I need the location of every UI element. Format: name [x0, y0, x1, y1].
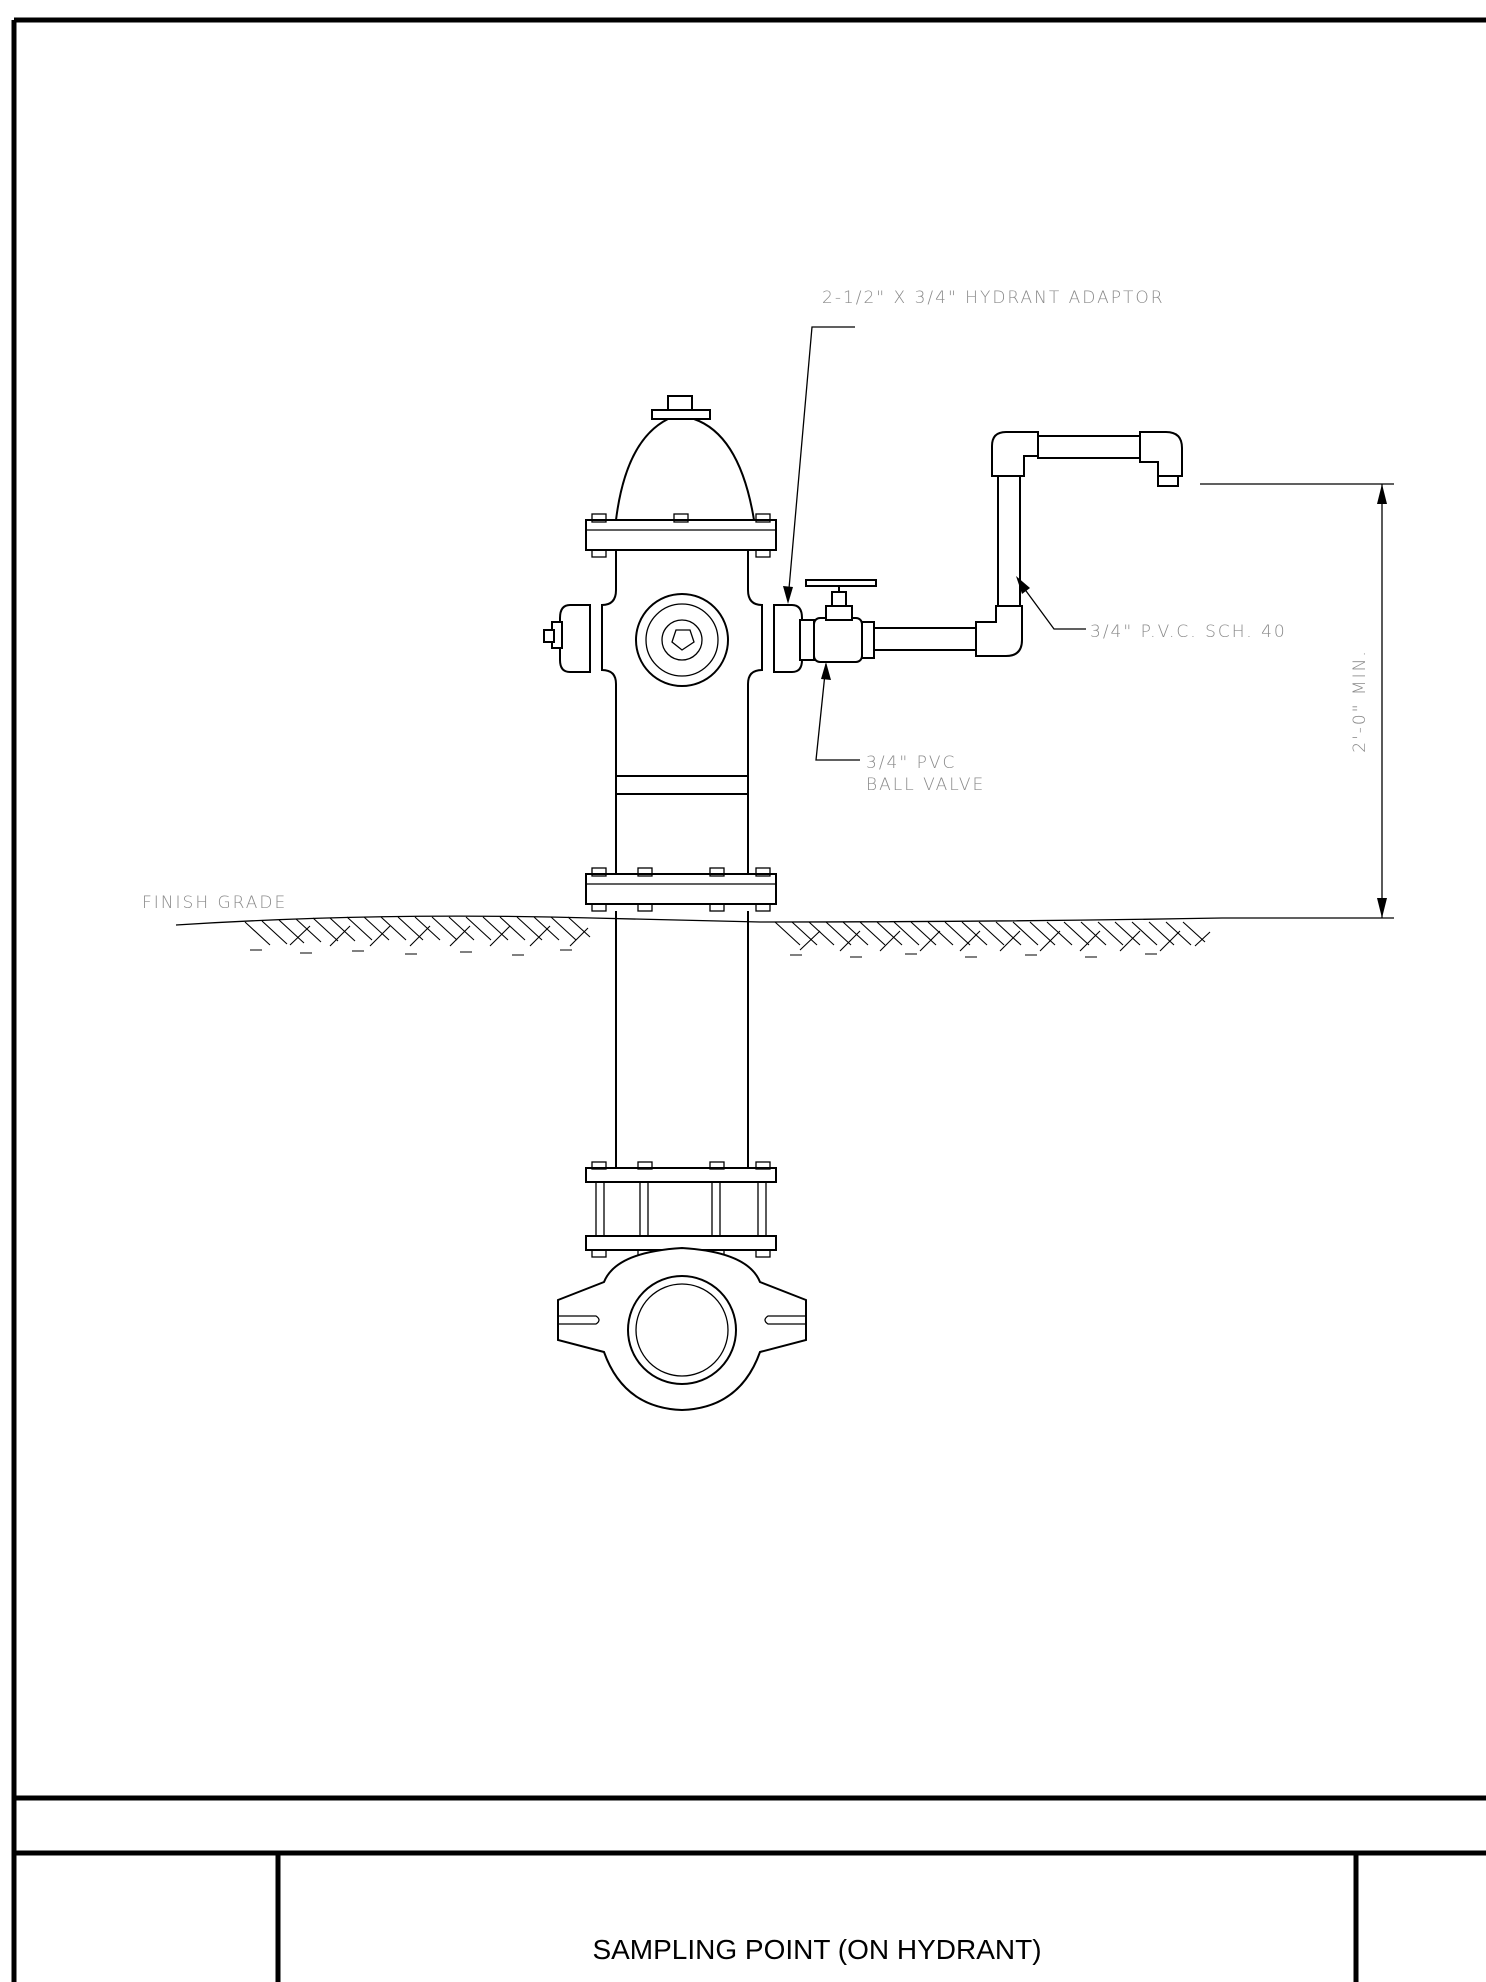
hydrant-adaptor [799, 619, 815, 661]
pvc-pipe-vertical [997, 475, 1021, 607]
soil-hatch-right [774, 921, 1211, 958]
dimension-line: 2'-0" MIN. [1200, 483, 1394, 919]
fire-hydrant [543, 395, 807, 1412]
dimension-label: 2'-0" MIN. [1350, 649, 1370, 752]
valve-callout-line2: BALL VALVE [866, 775, 985, 795]
pvc-elbow-upper-right [1139, 431, 1183, 477]
pipe-callout: 3/4" P.V.C. SCH. 40 [1090, 622, 1287, 642]
operating-nut [667, 395, 693, 411]
left-nozzle [559, 604, 591, 673]
sheet-border [11, 17, 1486, 1982]
valve-callout-line1: 3/4" PVC [866, 753, 956, 773]
adaptor-callout: 2-1/2" X 3/4" HYDRANT ADAPTOR [822, 288, 1165, 308]
ball-valve [805, 579, 877, 663]
spout [1157, 475, 1179, 487]
drawing-title: SAMPLING POINT (ON HYDRANT) [592, 1934, 1041, 1965]
hydrant-bonnet [614, 418, 756, 521]
finish-grade-label: FINISH GRADE [142, 893, 287, 913]
soil-hatch-left [244, 916, 591, 956]
pvc-elbow-upper-left [991, 431, 1039, 477]
leaders [783, 326, 1086, 761]
finish-grade [175, 915, 1223, 958]
lower-flange-top [585, 1167, 777, 1183]
pumper-nozzle [635, 593, 729, 687]
sampling-assembly [799, 431, 1183, 663]
ground-flange [585, 873, 777, 905]
top-flange [585, 519, 777, 551]
right-nozzle [773, 604, 803, 673]
hydrant-shoe [557, 1246, 807, 1412]
pvc-pipe-horizontal [873, 627, 977, 651]
pvc-elbow-lower [975, 605, 1023, 657]
pvc-pipe-top [1037, 435, 1141, 459]
